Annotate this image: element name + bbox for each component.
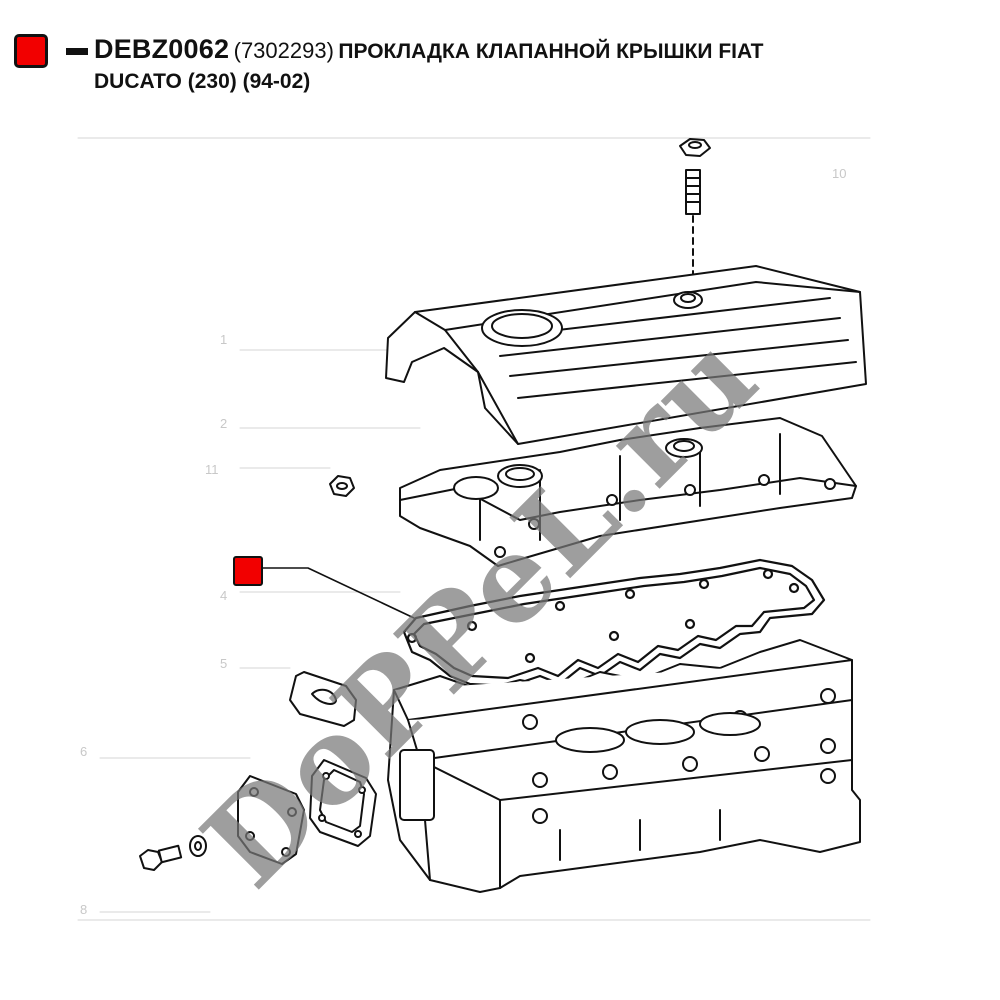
faint-labels: 1 2 11 4 5 6 8 10 — [80, 166, 846, 917]
reference-number: (7302293) — [233, 38, 334, 63]
cover-plate — [237, 775, 305, 865]
gasket-callout-marker[interactable] — [233, 556, 263, 586]
cylinder-head — [387, 639, 861, 893]
small-nut — [329, 475, 355, 497]
title-line-1: DEBZ0062 (7302293) ПРОКЛАДКА КЛАПАННОЙ К… — [94, 34, 763, 65]
faint-label-11: 11 — [205, 462, 219, 477]
callout-leader-line — [262, 567, 415, 619]
cover-stud — [685, 169, 701, 291]
faint-label-8: 8 — [80, 902, 87, 917]
faint-label-10: 10 — [832, 166, 846, 181]
thermostat-plate — [289, 671, 357, 727]
bolt — [139, 844, 183, 871]
legend-dash — [66, 48, 88, 55]
faint-label-2: 2 — [220, 416, 227, 431]
faint-label-1: 1 — [220, 332, 227, 347]
cover-nut — [679, 138, 711, 157]
valve-cover — [399, 417, 857, 567]
part-description-line1: ПРОКЛАДКА КЛАПАННОЙ КРЫШКИ FIAT — [338, 40, 764, 63]
upper-cover — [385, 265, 867, 445]
title-line-2: DUCATO (230) (94-02) — [94, 70, 310, 94]
faint-label-5: 5 — [220, 656, 227, 671]
part-description-line2: DUCATO (230) (94-02) — [94, 70, 311, 93]
washer — [189, 835, 207, 857]
highlight-legend-swatch — [14, 34, 48, 68]
cover-plate-gasket — [309, 759, 377, 847]
faint-label-4: 4 — [220, 588, 227, 603]
part-code: DEBZ0062 — [94, 34, 230, 64]
faint-reference-lines — [77, 137, 871, 921]
faint-label-6: 6 — [80, 744, 87, 759]
